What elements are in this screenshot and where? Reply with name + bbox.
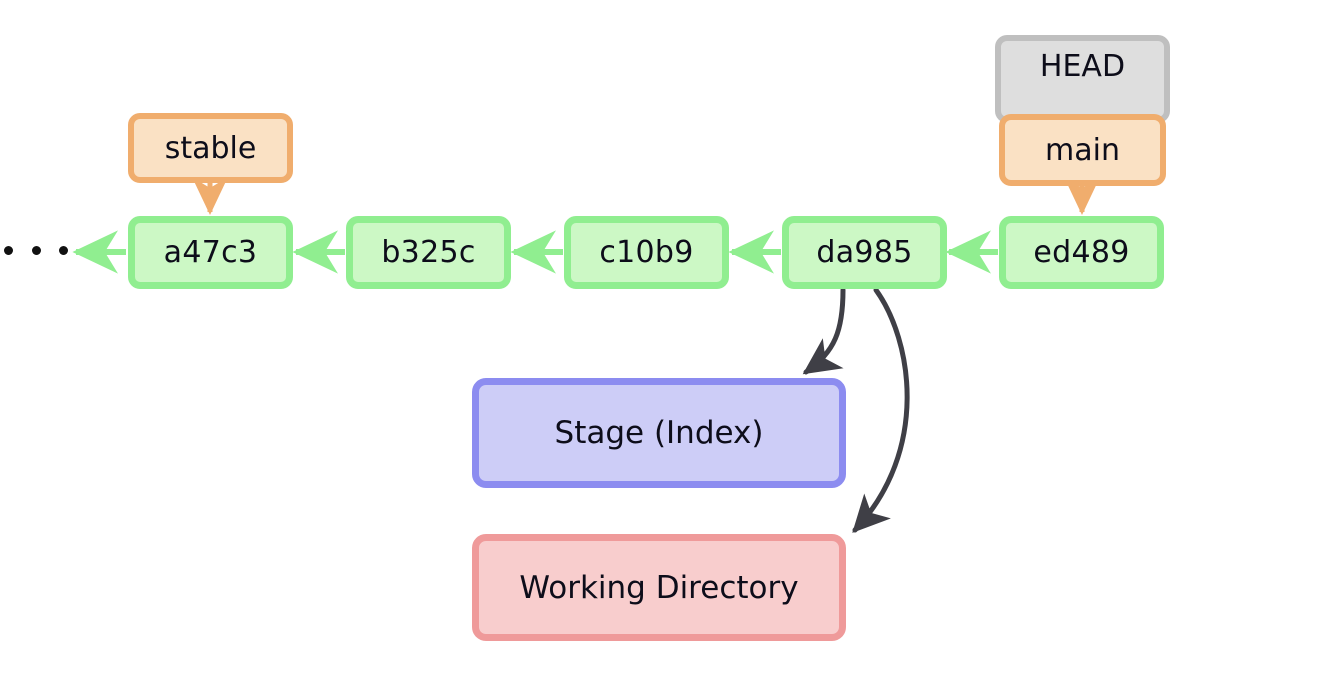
commit-label: b325c [381, 235, 476, 270]
edge-da985-to-working-directory [852, 287, 910, 533]
ellipsis-dot [31, 245, 41, 255]
ellipsis-dot [59, 245, 68, 255]
ellipsis-dot [4, 245, 13, 255]
edge-da985-to-stage [802, 287, 846, 375]
stage-index-box[interactable]: Stage (Index) [472, 378, 846, 488]
ref-head-label: HEAD [1039, 49, 1126, 84]
ref-main[interactable]: main [999, 114, 1166, 186]
working-directory-label: Working Directory [519, 569, 799, 606]
commit-label: ed489 [1033, 235, 1130, 270]
commit-label: a47c3 [163, 235, 258, 270]
commit-label: c10b9 [599, 235, 694, 270]
commit-node-ed489[interactable]: ed489 [999, 216, 1164, 289]
ref-stable[interactable]: stable [128, 113, 293, 183]
commit-node-da985[interactable]: da985 [782, 216, 947, 289]
ref-head[interactable]: HEAD [995, 35, 1170, 123]
ref-stable-label: stable [164, 130, 257, 166]
commit-node-a47c3[interactable]: a47c3 [128, 216, 293, 289]
stage-index-label: Stage (Index) [554, 415, 764, 451]
commit-label: da985 [816, 235, 913, 270]
working-directory-box[interactable]: Working Directory [472, 534, 846, 641]
history-ellipsis [4, 228, 68, 272]
commit-node-c10b9[interactable]: c10b9 [564, 216, 729, 289]
ref-main-label: main [1045, 132, 1120, 168]
commit-node-b325c[interactable]: b325c [346, 216, 511, 289]
